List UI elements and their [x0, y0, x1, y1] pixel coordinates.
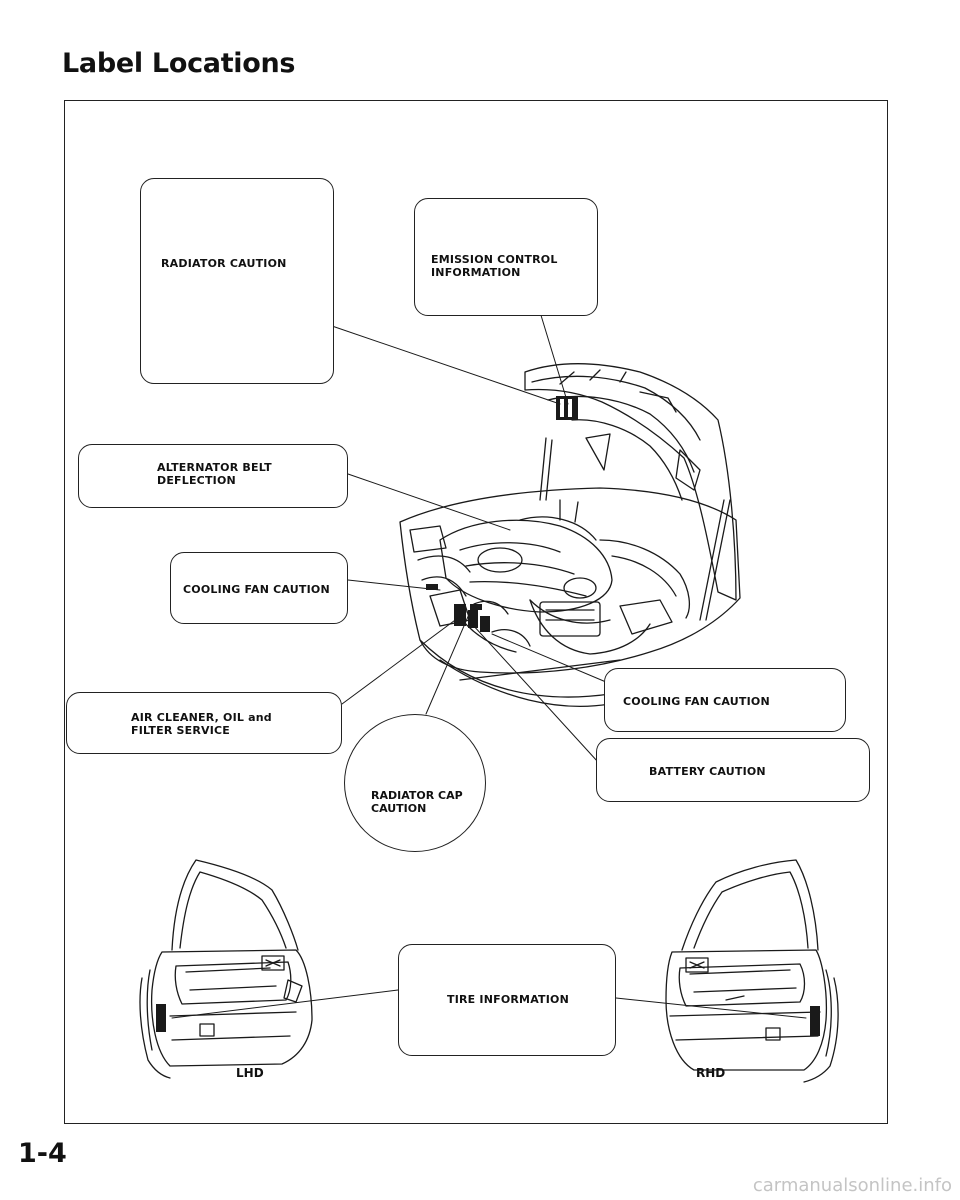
- radiator-caution-label: RADIATOR CAUTION: [161, 257, 287, 270]
- engine-bay-drawing: [399, 363, 741, 707]
- rhd-door-drawing: [665, 859, 839, 1083]
- leader-lines: [331, 311, 607, 763]
- battery-caution-callout: BATTERY CAUTION: [596, 738, 870, 802]
- alternator-belt-label-line1: ALTERNATOR BELT: [157, 461, 272, 474]
- cooling-fan-caution-left-label: COOLING FAN CAUTION: [183, 583, 330, 596]
- cooling-fan-caution-left-callout: COOLING FAN CAUTION: [170, 552, 348, 624]
- radiator-cap-caution-label-line2: CAUTION: [371, 802, 427, 815]
- battery-caution-label: BATTERY CAUTION: [649, 765, 766, 778]
- watermark: carmanualsonline.info: [752, 1175, 952, 1196]
- tire-information-label: TIRE INFORMATION: [447, 993, 570, 1006]
- air-cleaner-label-line1: AIR CLEANER, OIL and: [131, 711, 272, 724]
- radiator-cap-caution-label-line1: RADIATOR CAP: [371, 789, 463, 802]
- cooling-fan-caution-right-callout: COOLING FAN CAUTION: [604, 668, 846, 732]
- emission-control-callout: EMISSION CONTROL INFORMATION: [414, 198, 598, 316]
- lhd-label: LHD: [236, 1066, 264, 1080]
- air-cleaner-label-line2: FILTER SERVICE: [131, 724, 231, 737]
- illustration-frame: [64, 100, 888, 1124]
- radiator-caution-callout: RADIATOR CAUTION: [140, 178, 334, 384]
- air-cleaner-callout: AIR CLEANER, OIL and FILTER SERVICE: [66, 692, 342, 754]
- cooling-fan-caution-right-label: COOLING FAN CAUTION: [623, 695, 770, 708]
- tire-information-callout: TIRE INFORMATION: [398, 944, 616, 1056]
- page-number: 1-4: [18, 1138, 67, 1169]
- lhd-door-drawing: [139, 859, 313, 1079]
- page-title: Label Locations: [62, 48, 296, 79]
- emission-control-label-line1: EMISSION CONTROL: [431, 253, 558, 266]
- alternator-belt-callout: ALTERNATOR BELT DEFLECTION: [78, 444, 348, 508]
- rhd-label: RHD: [696, 1066, 726, 1080]
- emission-control-label-line2: INFORMATION: [431, 266, 521, 279]
- door-leader-lines: [171, 989, 807, 1019]
- alternator-belt-label-line2: DEFLECTION: [157, 474, 236, 487]
- radiator-cap-caution-circle: RADIATOR CAP CAUTION: [344, 714, 486, 852]
